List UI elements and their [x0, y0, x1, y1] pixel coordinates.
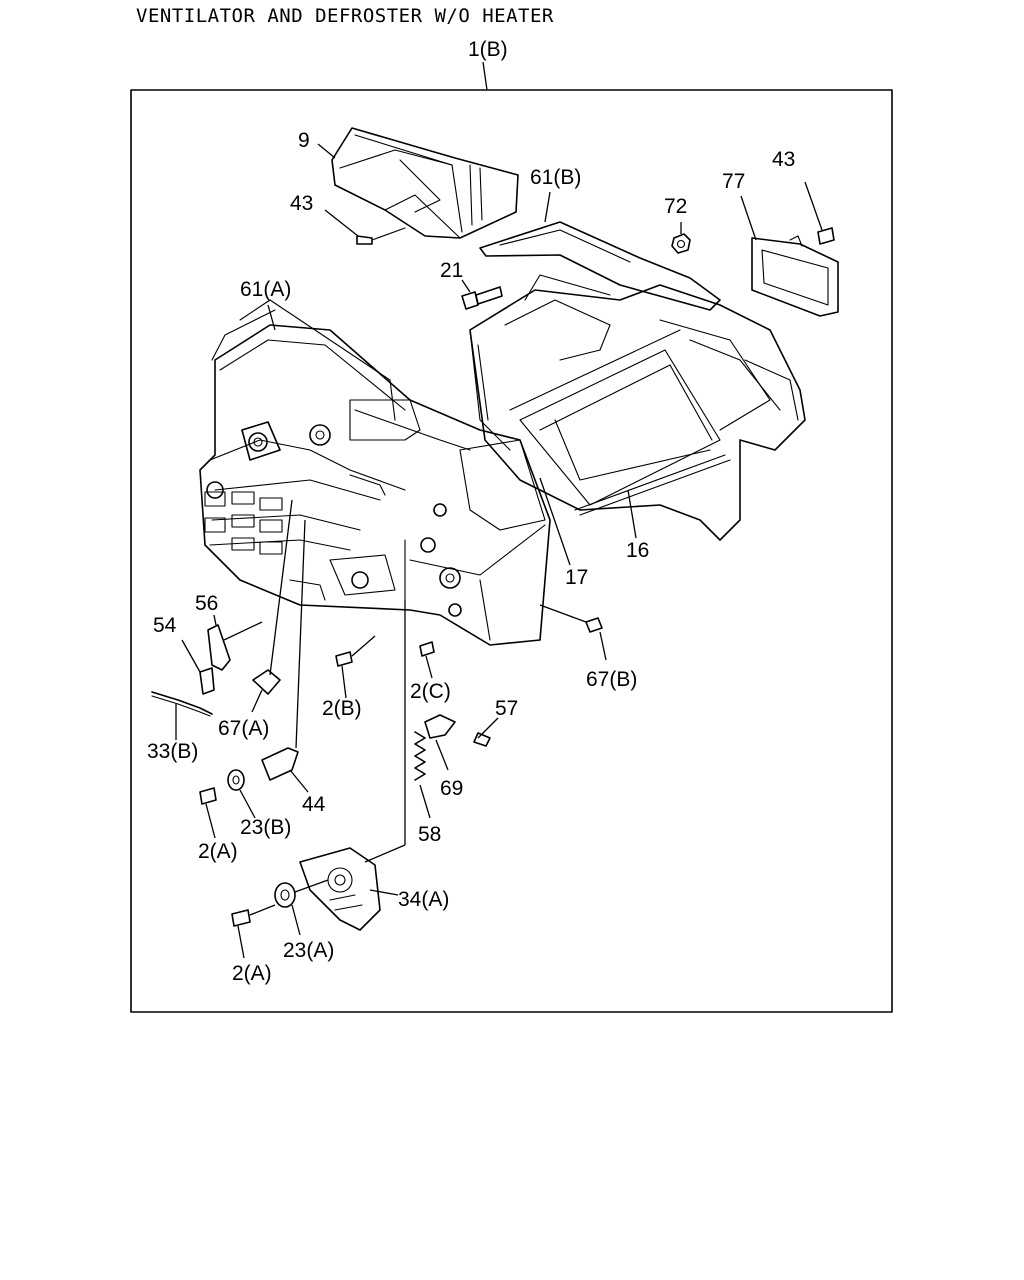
callout-67a: 67(A): [218, 717, 269, 740]
callout-17: 17: [565, 566, 588, 589]
callout-2b: 2(B): [322, 697, 362, 720]
part-58-spring: [414, 731, 431, 819]
callout-43-left: 43: [290, 192, 313, 215]
leader-61b: [544, 191, 551, 223]
callout-56: 56: [195, 592, 218, 615]
callout-21: 21: [440, 259, 463, 282]
callout-2c: 2(C): [410, 680, 451, 703]
callout-61b: 61(B): [530, 166, 581, 189]
callout-1b: 1(B): [468, 38, 508, 61]
callout-34a: 34(A): [398, 888, 449, 911]
part-69-lever: [424, 714, 456, 771]
callout-57: 57: [495, 697, 518, 720]
callout-58: 58: [418, 823, 441, 846]
callout-43-right: 43: [772, 148, 795, 171]
part-56-lever: [207, 614, 263, 671]
part-23a-washer: [274, 879, 329, 936]
callout-33b: 33(B): [147, 740, 198, 763]
part-43-screw-left: [356, 227, 406, 245]
callout-9: 9: [298, 129, 310, 152]
page-title: VENTILATOR AND DEFROSTER W/O HEATER: [136, 5, 554, 27]
leader-9: [317, 143, 336, 159]
leader-61a: [267, 304, 276, 331]
part-23b-washer: [227, 769, 256, 819]
part-34a-cover: [299, 600, 406, 931]
part-61b-seal: [479, 221, 721, 311]
part-77-frame: [740, 195, 839, 317]
callout-77: 77: [722, 170, 745, 193]
main-housing: [199, 274, 806, 646]
callout-2a-lower: 2(A): [232, 962, 272, 985]
part-54-link: [181, 639, 215, 695]
part-21-bolt: [461, 279, 503, 310]
part-43-screw-right: [804, 181, 835, 245]
leader-17: [539, 477, 571, 566]
part-9-upper-duct: [331, 127, 519, 239]
callout-2a-upper: 2(A): [198, 840, 238, 863]
callout-69: 69: [440, 777, 463, 800]
leader-16: [627, 489, 637, 539]
callout-72: 72: [664, 195, 687, 218]
callout-16: 16: [626, 539, 649, 562]
part-2a-screw-lower: [231, 904, 276, 959]
callout-54: 54: [153, 614, 177, 637]
leader-43-left: [324, 209, 359, 237]
callout-23a: 23(A): [283, 939, 334, 962]
callout-23b: 23(B): [240, 816, 291, 839]
part-72-nut: [671, 222, 691, 254]
part-2b-screw: [335, 635, 376, 699]
part-44-bracket: [261, 519, 309, 793]
callout-61a: 61(A): [240, 278, 291, 301]
part-33b-cable: [151, 691, 213, 740]
part-67b-clip: [539, 604, 607, 661]
part-67a-clip: [251, 499, 293, 713]
part-2c-screw: [419, 641, 435, 679]
callout-44: 44: [302, 793, 326, 816]
part-2a-screw-upper: [199, 787, 217, 839]
assembly-leader: [482, 61, 488, 91]
part-57-screw: [473, 717, 499, 747]
callout-67b: 67(B): [586, 668, 637, 691]
assembly-frame: [130, 89, 893, 1013]
